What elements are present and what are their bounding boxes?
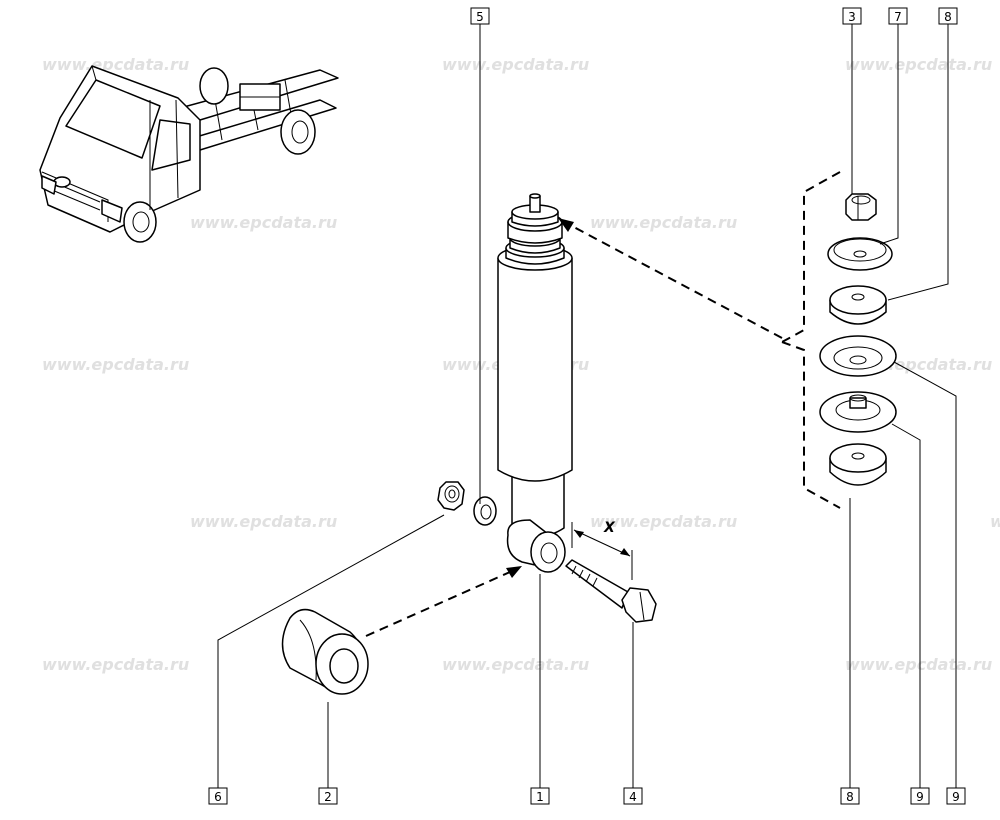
callout-2: 2 (318, 787, 338, 805)
watermark: www.epcdata.ru (590, 512, 737, 531)
bolt (565, 559, 657, 623)
svg-text:8: 8 (846, 790, 854, 804)
vehicle-thumbnail (39, 65, 339, 243)
top-nut (845, 193, 877, 221)
rubber-lower (829, 443, 887, 486)
leader-lines (217, 24, 957, 788)
watermark: www.epcdata.ru (42, 655, 189, 674)
callout-9-right: 9 (946, 787, 966, 805)
dimension-label: X (603, 520, 616, 536)
svg-text:9: 9 (952, 790, 960, 804)
watermark: www.epcdata.ru (845, 55, 992, 74)
watermark: www.epcdata.ru (42, 355, 189, 374)
shock-absorber (497, 193, 573, 573)
bushing (281, 608, 369, 695)
nut (437, 481, 465, 511)
watermark: www.epcdata.ru (190, 213, 337, 232)
callouts: 5 3 7 8 6 2 1 4 (208, 7, 966, 805)
svg-text:5: 5 (476, 10, 484, 24)
arrow-head (558, 218, 574, 232)
dished-washer-a (819, 335, 897, 377)
callout-3: 3 (842, 7, 862, 25)
callout-8-top: 8 (938, 7, 958, 25)
svg-text:7: 7 (894, 10, 902, 24)
arrow-head (506, 566, 522, 578)
cup-washer (827, 237, 893, 271)
washer (473, 496, 497, 526)
svg-text:1: 1 (536, 790, 544, 804)
rubber-upper (829, 285, 887, 325)
watermark: www.epcdata.ru (590, 213, 737, 232)
callout-9-left: 9 (910, 787, 930, 805)
dimension-x: X (571, 520, 633, 580)
callout-6: 6 (208, 787, 228, 805)
svg-text:6: 6 (214, 790, 222, 804)
watermark: www.epcdata.ru (42, 55, 189, 74)
svg-text:2: 2 (324, 790, 332, 804)
callout-1: 1 (530, 787, 550, 805)
assembly-leaders (365, 171, 841, 637)
watermark: www.epcdata.ru (190, 512, 337, 531)
watermark: www.epcdata.ru (442, 55, 589, 74)
callout-4: 4 (623, 787, 643, 805)
svg-text:3: 3 (848, 10, 856, 24)
dished-washer-b (819, 391, 897, 433)
callout-7: 7 (888, 7, 908, 25)
callout-5: 5 (470, 7, 490, 25)
svg-text:9: 9 (916, 790, 924, 804)
watermark: www.epcdata.ru (442, 655, 589, 674)
watermark: www.epcdata.ru (845, 655, 992, 674)
callout-8-bottom: 8 (840, 787, 860, 805)
svg-text:4: 4 (629, 790, 637, 804)
watermark: www.epcdata.ru (990, 512, 1000, 531)
svg-text:8: 8 (944, 10, 952, 24)
